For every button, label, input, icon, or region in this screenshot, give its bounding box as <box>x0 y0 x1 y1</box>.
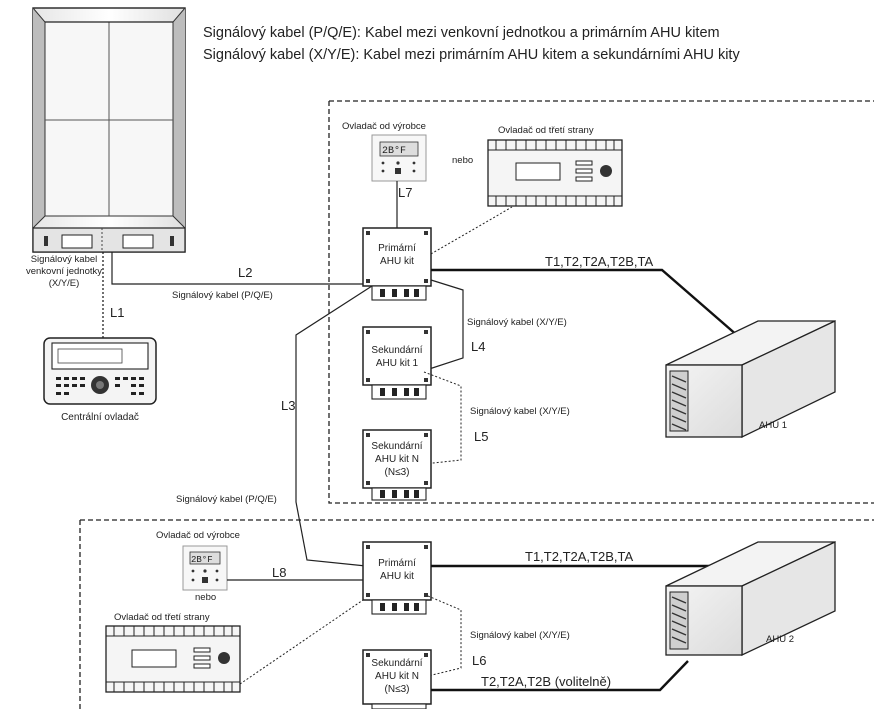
svg-text:2B°F: 2B°F <box>382 145 406 157</box>
outdoor-signal-label-2: venkovní jednotky <box>26 266 102 277</box>
g2-secondary-kit-n-label-2: AHU kit N <box>375 671 419 682</box>
svg-text:2B°F: 2B°F <box>191 555 213 565</box>
g2-third-party-wire <box>239 597 367 685</box>
g2-or-label: nebo <box>195 592 216 603</box>
l5-label: L5 <box>474 429 488 444</box>
g1-secondary-kit-n-label-1: Sekundární <box>371 441 422 452</box>
g1-primary-kit-label-2: AHU kit <box>380 256 414 267</box>
ahu-2 <box>665 540 836 657</box>
group1-frame <box>328 101 874 504</box>
l3-wire <box>295 285 373 567</box>
g1-primary-kit-label-1: Primární <box>378 243 416 254</box>
l2-wire <box>111 252 380 285</box>
l5-wire <box>423 371 462 465</box>
g1-sensor-wire <box>431 268 747 344</box>
g2-primary-kit-label-1: Primární <box>378 558 416 569</box>
g2-manufacturer-controller: 2B°F <box>182 545 228 591</box>
g1-secondary-kit-n <box>362 429 432 501</box>
g1-secondary-kit-1-label-2: AHU kit 1 <box>376 358 419 369</box>
l6-wire <box>427 595 462 677</box>
g2-optional-sensors-label: T2,T2A,T2B (volitelně) <box>481 674 611 689</box>
g1-primary-kit <box>362 227 432 301</box>
g1-secondary-kit-n-label-2: AHU kit N <box>375 454 419 465</box>
l2-label: L2 <box>238 265 252 280</box>
ahu-1-label: AHU 1 <box>759 420 787 431</box>
g1-secondary-kit-1 <box>362 326 432 400</box>
l7-label: L7 <box>398 185 412 200</box>
l3-label: L3 <box>281 398 295 413</box>
g2-third-party-controller-label: Ovladač od třetí strany <box>114 612 210 623</box>
g1-or-label: nebo <box>452 155 473 166</box>
l4-label: L4 <box>471 339 485 354</box>
g2-primary-kit-label-2: AHU kit <box>380 571 414 582</box>
pqe-cable-label-1: Signálový kabel (P/Q/E) <box>172 290 273 301</box>
g2-secondary-kit-n-label-1: Sekundární <box>371 658 422 669</box>
g2-third-party-controller <box>105 625 241 693</box>
outdoor-unit <box>32 7 186 253</box>
g1-xye-cable-label-1: Signálový kabel (X/Y/E) <box>467 317 567 328</box>
l6-label: L6 <box>472 653 486 668</box>
pqe-cable-label-2: Signálový kabel (P/Q/E) <box>176 494 277 505</box>
l1-label: L1 <box>110 305 124 320</box>
g1-third-party-wire <box>423 206 513 259</box>
central-controller <box>43 337 157 405</box>
g2-xye-cable-label: Signálový kabel (X/Y/E) <box>470 630 570 641</box>
g2-manufacturer-controller-label: Ovladač od výrobce <box>156 530 240 541</box>
l4-wire <box>419 279 464 373</box>
g2-primary-kit <box>362 541 432 615</box>
g1-manufacturer-controller: 2B°F <box>371 134 427 182</box>
g1-secondary-kit-1-label-1: Sekundární <box>371 345 422 356</box>
outdoor-signal-label-1: Signálový kabel <box>31 254 98 265</box>
ahu-2-label: AHU 2 <box>766 634 794 645</box>
g1-manufacturer-controller-label: Ovladač od výrobce <box>342 121 426 132</box>
g1-sensors-label: T1,T2,T2A,T2B,TA <box>545 254 653 269</box>
l8-label: L8 <box>272 565 286 580</box>
outdoor-signal-label-3: (X/Y/E) <box>49 278 80 289</box>
g2-secondary-kit-n-label-3: (N≤3) <box>385 684 410 695</box>
g2-sensors-label: T1,T2,T2A,T2B,TA <box>525 549 633 564</box>
central-controller-label: Centrální ovladač <box>61 412 139 423</box>
g1-secondary-kit-n-label-3: (N≤3) <box>385 467 410 478</box>
legend-line-1: Signálový kabel (P/Q/E): Kabel mezi venk… <box>203 25 720 41</box>
g2-optional-sensor-wire <box>431 660 689 692</box>
legend-line-2: Signálový kabel (X/Y/E): Kabel mezi prim… <box>203 47 740 63</box>
g1-third-party-controller-label: Ovladač od třetí strany <box>498 125 594 136</box>
ahu-1 <box>665 319 836 439</box>
g1-xye-cable-label-2: Signálový kabel (X/Y/E) <box>470 406 570 417</box>
g2-secondary-kit-n <box>362 649 432 709</box>
g1-third-party-controller <box>487 139 623 207</box>
